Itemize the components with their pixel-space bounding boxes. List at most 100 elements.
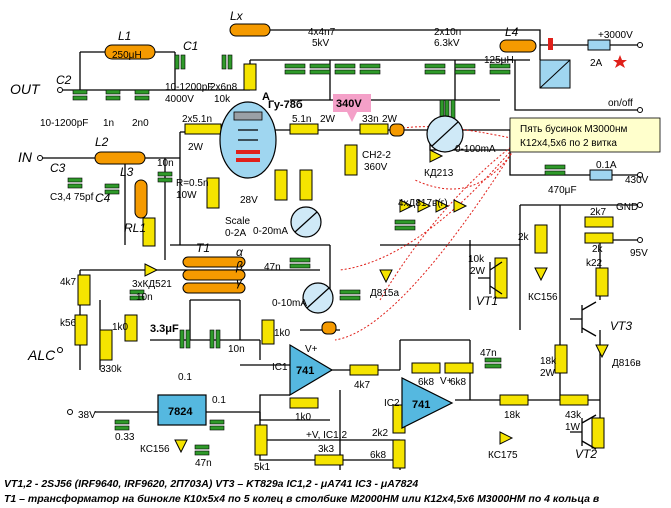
label-lx: Lx — [230, 9, 244, 23]
label-gamma: γ — [236, 275, 243, 289]
label-l3: L3 — [120, 165, 134, 179]
switch-contact — [548, 38, 553, 50]
resistor-43k — [559, 394, 589, 406]
resistor-2k-a — [534, 224, 548, 254]
resistor-18k-2w — [554, 344, 568, 374]
power-section — [539, 38, 643, 243]
label-v38: 38V — [78, 410, 96, 421]
fuse-01a — [589, 169, 613, 181]
label-r-3k3: 3k3 — [318, 444, 335, 455]
label-alc: ALC — [27, 347, 56, 363]
bead-mid — [321, 321, 337, 335]
inductor-t1-a — [182, 256, 246, 268]
inductor-l3 — [134, 179, 148, 219]
label-r-1k0-b: 1k0 — [274, 328, 291, 339]
inductors — [94, 23, 537, 335]
inductor-l2 — [94, 151, 146, 165]
label-r-2k: 2k — [592, 244, 604, 255]
label-v360: 360V — [364, 162, 388, 173]
label-r-4k7: 4k7 — [60, 277, 77, 288]
voltage-badge-340v-bg — [333, 94, 371, 112]
label-c1: C1 — [183, 39, 198, 53]
label-c-033: 0.33 — [115, 432, 135, 443]
resistor-scale-b — [299, 169, 313, 201]
label-r-4k7-b: 4k7 — [354, 380, 371, 391]
label-c-10n-a: 10n — [157, 158, 174, 169]
label-r-2k7: 2k7 — [590, 207, 607, 218]
label-c-01: 0.1 — [178, 372, 192, 383]
label-gnd: GND — [616, 202, 638, 213]
resistor-k56 — [74, 314, 88, 346]
diodes — [144, 149, 609, 454]
resistor-2x5n1 — [184, 123, 222, 135]
label-c-01b: 0.1 — [212, 395, 226, 406]
label-r-05: R=0.5n — [176, 178, 209, 189]
beads-note-box — [509, 117, 661, 153]
label-l2: L2 — [95, 135, 109, 149]
resistor-1k0-c — [289, 397, 319, 409]
resistor-4k7 — [77, 274, 91, 306]
label-c-47n-c: 47n — [195, 458, 212, 469]
bead-out — [389, 123, 405, 137]
label-c-10n-b: 10n — [136, 292, 153, 303]
label-r-33: 33n — [362, 114, 379, 125]
diode-kc175 — [499, 431, 514, 445]
label-point-a: A — [262, 91, 270, 103]
label-r-k56: k56 — [60, 318, 77, 329]
label-alpha: α — [236, 245, 244, 259]
label-note-line1: Пять бусинок М3000нм — [520, 123, 627, 135]
label-op741-b: 741 — [412, 399, 430, 411]
diode-kd213 — [429, 149, 444, 163]
inductor-t1-c — [182, 282, 246, 294]
label-r-33-2w: 2W — [382, 114, 398, 125]
label-c-47n-b: 47n — [480, 348, 497, 359]
label-out: OUT — [10, 81, 41, 97]
resistor-4k7-b — [349, 364, 379, 376]
label-c2: C2 — [56, 73, 72, 87]
label-badge-340v: 340V — [336, 98, 362, 110]
inductor-lx — [229, 23, 271, 37]
resistor-2k7 — [584, 216, 614, 228]
label-kd521: 3хКД521 — [132, 279, 172, 290]
label-c-63kv: 6.3kV — [434, 38, 460, 49]
diode-d816 — [595, 344, 609, 359]
label-t1: T1 — [196, 241, 210, 255]
label-vplus-a: V+ — [305, 344, 318, 355]
resistor-r05 — [206, 177, 220, 209]
label-l1-val: 250μH — [112, 50, 142, 61]
resistor-rl1 — [142, 217, 156, 247]
label-ch22: CH2-2 — [362, 150, 391, 161]
diode-kc156-b — [174, 439, 188, 454]
label-r-k22: k22 — [586, 258, 603, 269]
transistor-vt3 — [570, 301, 597, 337]
footer-line-1: VT1,2 - 2SJ56 (IRF9640, IRF9620, 2П703А)… — [4, 478, 419, 490]
label-r-6k8: 6k8 — [418, 377, 435, 388]
label-r-10w: 10W — [176, 190, 197, 201]
label-c4: C4 — [95, 191, 111, 205]
label-in: IN — [18, 149, 33, 165]
label-c-2x6n8: 2x6n8 — [210, 82, 238, 93]
label-vplus-b: V+ — [440, 376, 453, 387]
text-labels: OUT IN ALC L1 250μH C1 10-1200pF 4000V C… — [10, 9, 649, 473]
resistor-10k-top — [243, 63, 257, 91]
label-r-1k0: 1k0 — [112, 322, 129, 333]
resistor-1k0-b — [261, 319, 275, 345]
resistors — [74, 63, 614, 469]
resistor-3k3 — [314, 454, 344, 466]
cap-2x10n — [424, 63, 476, 75]
resistor-33n — [359, 123, 389, 135]
diode-d815 — [379, 269, 393, 284]
label-r-330k: 330k — [100, 364, 123, 375]
label-scale: Scale — [225, 216, 250, 227]
fuse-2a — [587, 39, 611, 51]
resistor-ch22 — [344, 144, 358, 176]
label-plus-3000v: +3000V — [598, 30, 633, 41]
label-vic: +V, IC1,2 — [306, 430, 347, 441]
resistor-scale-a — [274, 169, 288, 201]
label-r-43k: 43k — [565, 410, 582, 421]
label-r-51: 5.1n — [292, 114, 311, 125]
label-vt3: VT3 — [610, 319, 632, 333]
label-vt1: VT1 — [476, 294, 498, 308]
label-c1-val1: 10-1200pF — [165, 82, 213, 93]
